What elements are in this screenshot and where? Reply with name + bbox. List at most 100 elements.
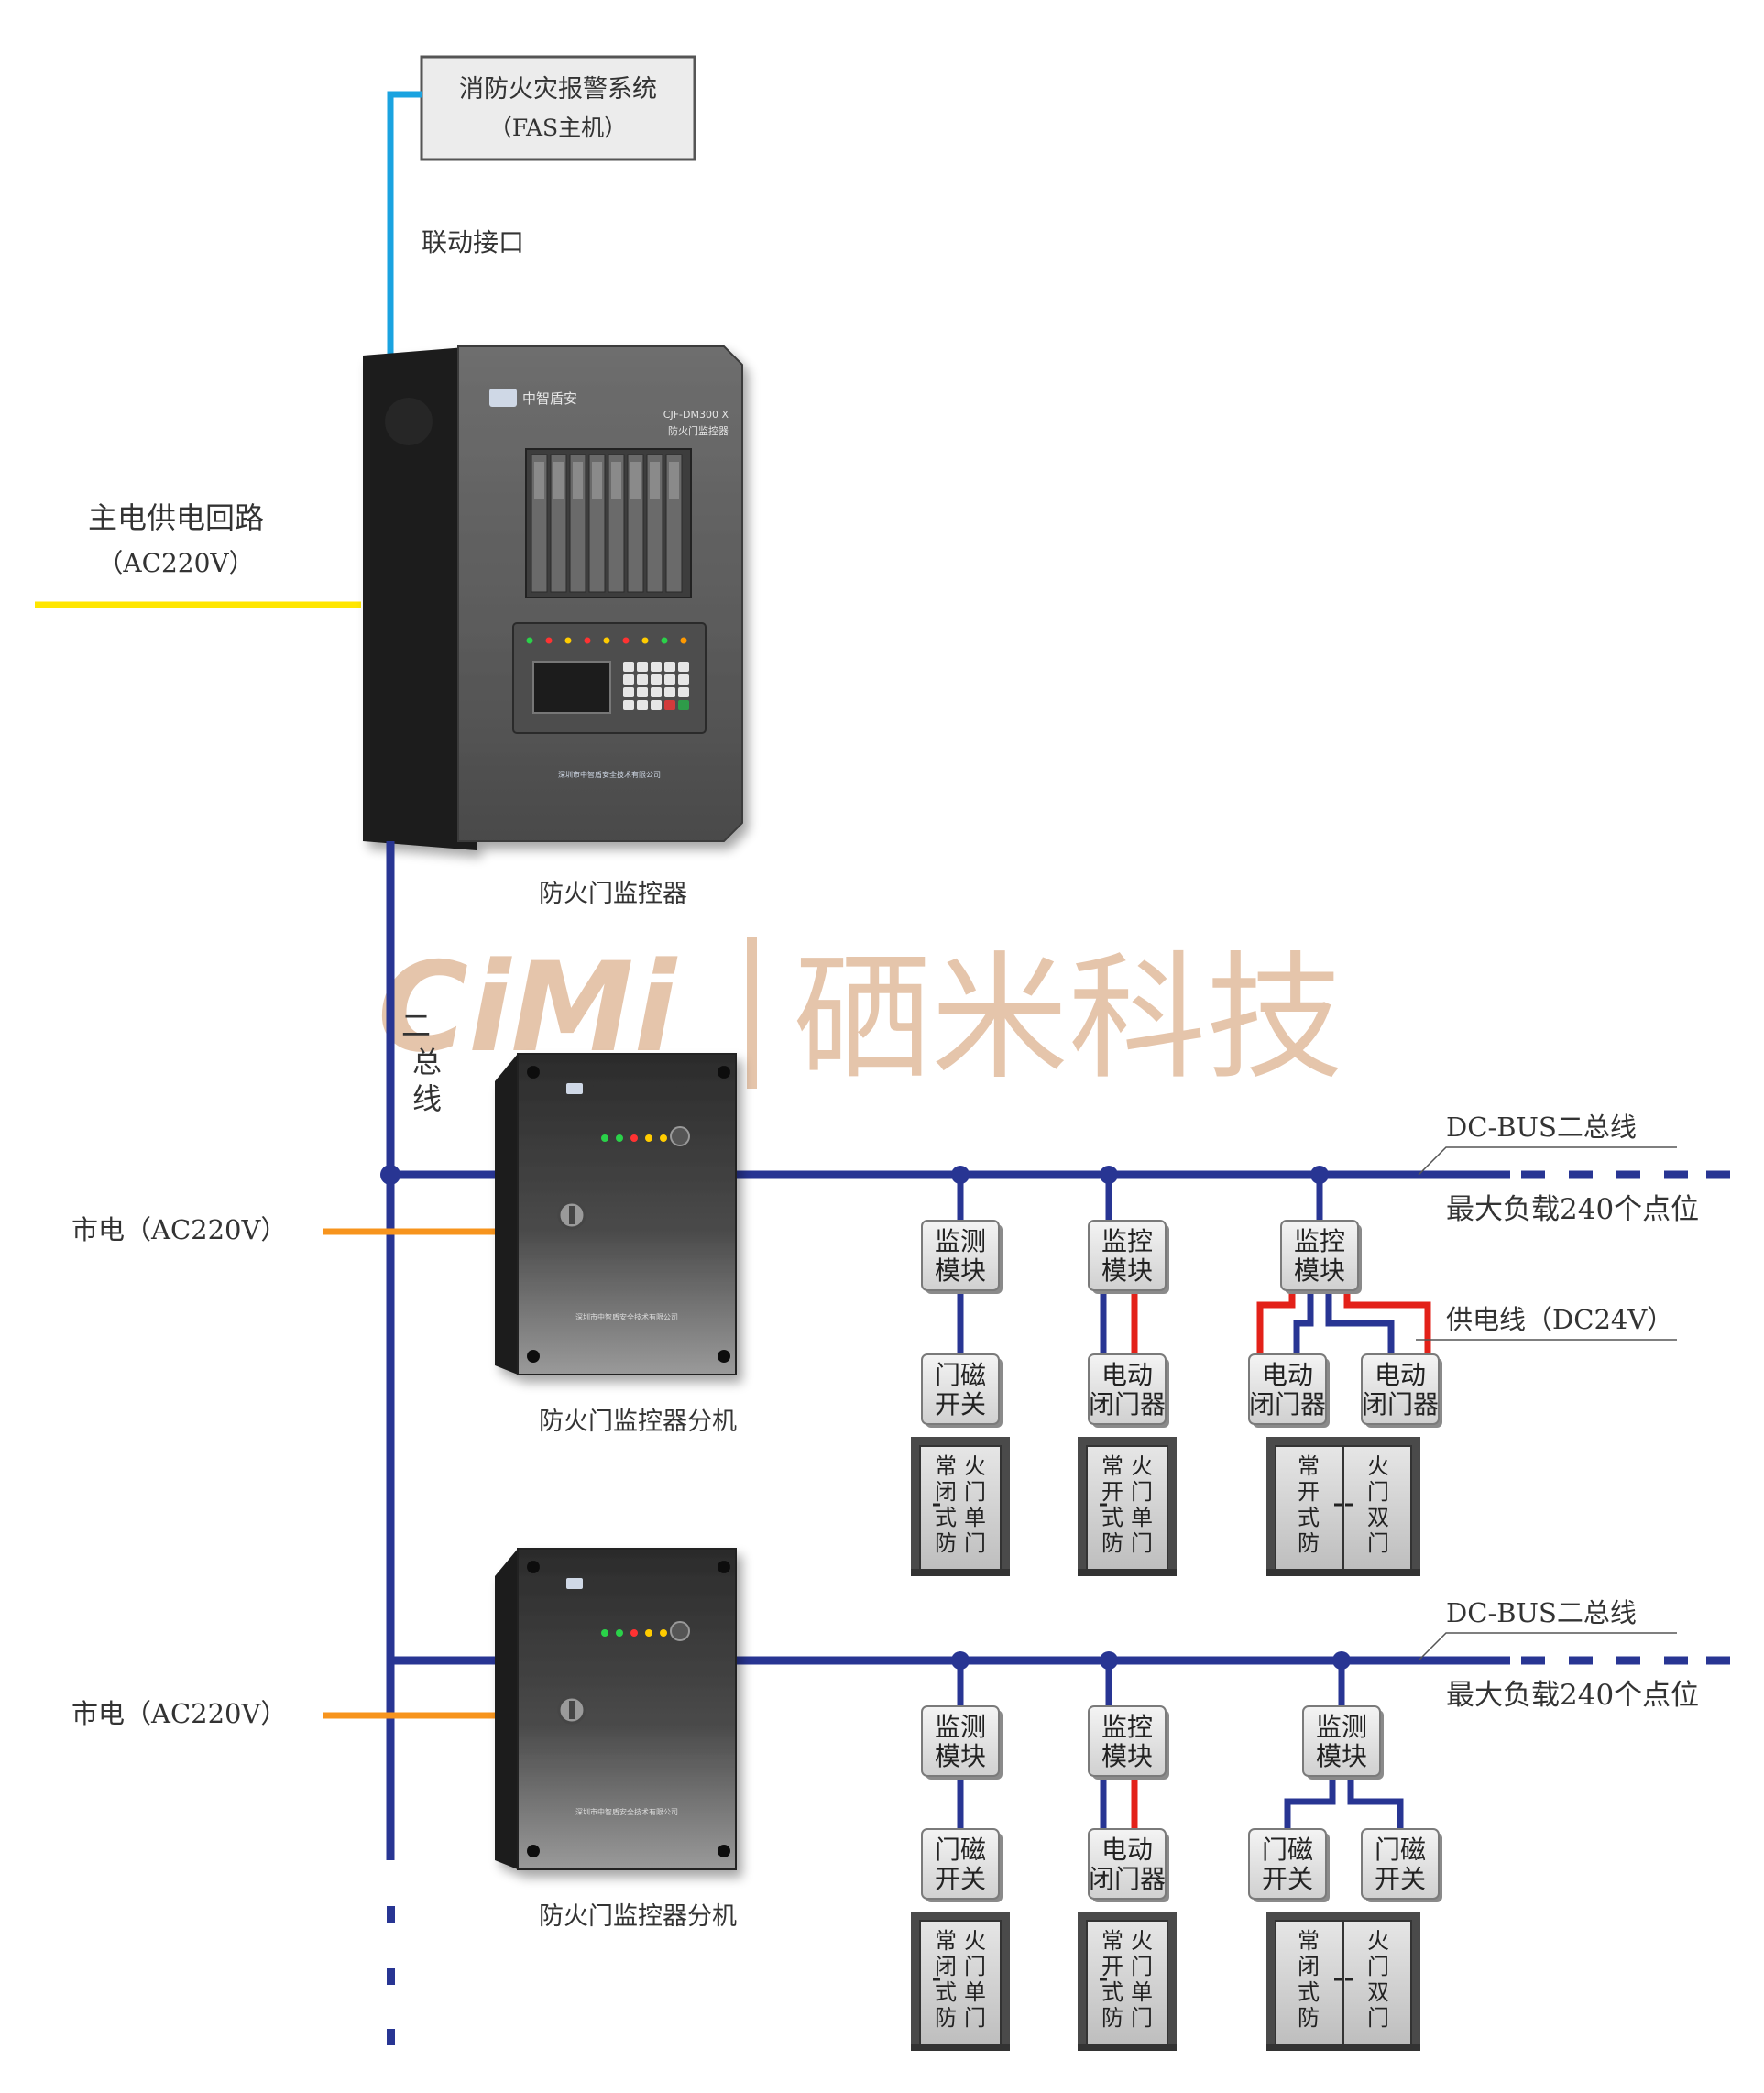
door-2-text: 火: [1131, 1453, 1153, 1479]
keypad-key: [664, 662, 675, 672]
dcbus-label: DC-BUS二总线: [1446, 1112, 1637, 1143]
module-3-line1: 监测: [1316, 1712, 1367, 1742]
door-3-left-text: 常: [1298, 1928, 1320, 1954]
module-2-line2: 模块: [1101, 1255, 1153, 1286]
city-power-label: 市电（AC220V）: [71, 1214, 287, 1245]
keypad-key: [623, 687, 634, 697]
keypad-key: [664, 674, 675, 685]
brand-logo-icon: [566, 1578, 583, 1589]
door-1-text: 门: [964, 1954, 986, 1979]
door-1-text: 单: [964, 1505, 986, 1530]
keypad-key: [664, 700, 675, 710]
module-1-line2: 模块: [935, 1741, 986, 1771]
door-3-left-text: 开: [1298, 1479, 1320, 1505]
status-led: [645, 1629, 652, 1637]
keypad-key: [664, 687, 675, 697]
door-3-right-text: 门: [1367, 1479, 1389, 1505]
status-led: [616, 1134, 623, 1142]
sub-brand: 中智盾安: [588, 1083, 632, 1097]
fas-subtitle: （FAS主机）: [489, 115, 627, 141]
door-1-text: 常: [935, 1928, 957, 1954]
keypad-key: [637, 687, 648, 697]
controller-name: 防火门监控器: [539, 880, 687, 908]
door-1-text: 闭: [935, 1954, 957, 1979]
door-3-right-text: 双: [1367, 1979, 1389, 2005]
device-3b-line1: 门磁: [1375, 1835, 1426, 1865]
controller-model: CJF-DM300 X: [663, 409, 729, 421]
door-1-text: 门: [964, 1530, 986, 1556]
card-label: [630, 462, 641, 499]
sub-company: 深圳市中智盾安全技术有限公司: [575, 1807, 678, 1816]
dc-bus-dash: [1616, 1656, 1640, 1665]
device-3a-line2: 开关: [1262, 1864, 1313, 1894]
keypad-key: [651, 674, 662, 685]
keypad-key: [678, 674, 689, 685]
door-2-text: 开: [1101, 1479, 1123, 1505]
door-3: 常火开门式双防门: [1266, 1437, 1420, 1576]
door-2-text: 单: [1131, 1979, 1153, 2005]
brand-logo-icon: [489, 389, 517, 407]
bus-junction: [380, 1165, 400, 1185]
bus-label-3: 线: [412, 1081, 442, 1116]
status-led: [641, 637, 649, 644]
status-led: [645, 1134, 652, 1142]
controller-brand: 中智盾安: [522, 390, 577, 407]
device-1-line1: 门磁: [935, 1360, 986, 1390]
module-1-line1: 监测: [935, 1712, 986, 1742]
keypad-key: [623, 700, 634, 710]
mount-hole-icon: [718, 1066, 730, 1079]
device-2-line1: 电动: [1101, 1360, 1153, 1390]
status-led: [630, 1629, 638, 1637]
module-3-line2: 模块: [1316, 1741, 1367, 1771]
door-1-text: 火: [964, 1928, 986, 1954]
subsystem-group-1: 市电（AC220V）DC-BUS二总线最大负载240个点位中智盾安防火门监控分机…: [71, 1053, 1730, 1576]
door-2: 常火开门式单防门: [1078, 1912, 1177, 2051]
module-1-line2: 模块: [935, 1255, 986, 1286]
dc-bus-dash: [1521, 1656, 1545, 1665]
max-load-label: 最大负载240个点位: [1446, 1193, 1699, 1226]
brand-logo-icon: [566, 1083, 583, 1094]
card-label: [669, 462, 679, 499]
device-1-line2: 开关: [935, 1389, 986, 1419]
dc-bus-dash: [1569, 1170, 1593, 1179]
door-2-text: 门: [1131, 1530, 1153, 1556]
mount-hole-icon: [718, 1561, 730, 1573]
door-2-text: 门: [1131, 2005, 1153, 2031]
door-3-left-text: 常: [1298, 1453, 1320, 1479]
keypad-key: [678, 687, 689, 697]
bus-label-1: 二: [401, 1008, 431, 1043]
controller-company: 深圳市中智盾安全技术有限公司: [558, 770, 661, 779]
status-led: [660, 1134, 667, 1142]
module-3-line1: 监控: [1294, 1226, 1345, 1256]
status-led: [622, 637, 630, 644]
controller-panel-title: 防火门监控器: [668, 424, 729, 437]
device-3a-line1: 门磁: [1262, 1835, 1313, 1865]
lcd-display: [532, 661, 611, 714]
module-2-line1: 监控: [1101, 1712, 1153, 1742]
door-1-text: 门: [964, 2005, 986, 2031]
dcbus-label: DC-BUS二总线: [1446, 1597, 1637, 1628]
fire-door-controller: 中智盾安 CJF-DM300 X 防火门监控器 深圳市中智盾安全技术有限公司: [363, 345, 743, 850]
status-led: [601, 1629, 608, 1637]
watermark-cn: 硒米科技: [794, 939, 1343, 1099]
door-2-text: 常: [1101, 1928, 1123, 1954]
door-3-right-text: 双: [1367, 1505, 1389, 1530]
status-led: [661, 637, 668, 644]
status-led: [660, 1629, 667, 1637]
link-interface-label: 联动接口: [422, 227, 524, 258]
mount-hole-icon: [527, 1350, 540, 1363]
door-2-text: 防: [1101, 1530, 1123, 1556]
keypad-key: [678, 662, 689, 672]
module-2-line1: 监控: [1101, 1226, 1153, 1256]
card-label: [611, 462, 621, 499]
door-1-text: 常: [935, 1453, 957, 1479]
